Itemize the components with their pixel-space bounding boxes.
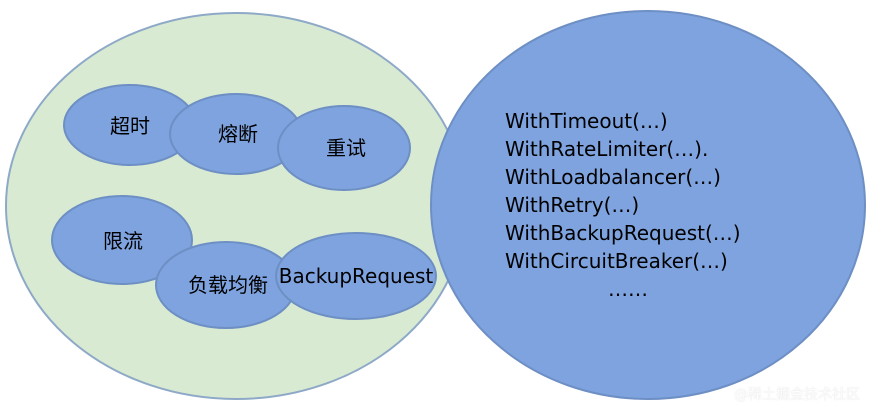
node-rate-limit <box>51 195 193 285</box>
node-backup-request <box>275 232 437 320</box>
label-backup-request: BackupRequest <box>279 264 434 288</box>
option-line-5: WithBackupRequest(…) <box>505 221 741 245</box>
option-line-1: WithTimeout(…) <box>505 109 668 133</box>
node-retry <box>277 105 411 191</box>
label-timeout: 超时 <box>110 114 150 138</box>
right-group-ellipse <box>430 10 866 400</box>
watermark-text: @稀土掘金技术社区 <box>734 387 860 403</box>
option-line-2: WithRateLimiter(…). <box>505 137 708 161</box>
option-line-7: …… <box>608 277 648 301</box>
option-line-4: WithRetry(…) <box>505 193 639 217</box>
label-load-balancing: 负载均衡 <box>188 273 268 297</box>
label-rate-limit: 限流 <box>103 229 143 253</box>
left-group-ellipse <box>5 12 467 400</box>
option-line-6: WithCircuitBreaker(…) <box>505 249 728 273</box>
label-circuit-breaker: 熔断 <box>218 122 258 146</box>
label-retry: 重试 <box>326 136 366 160</box>
option-line-3: WithLoadbalancer(…) <box>505 165 721 189</box>
